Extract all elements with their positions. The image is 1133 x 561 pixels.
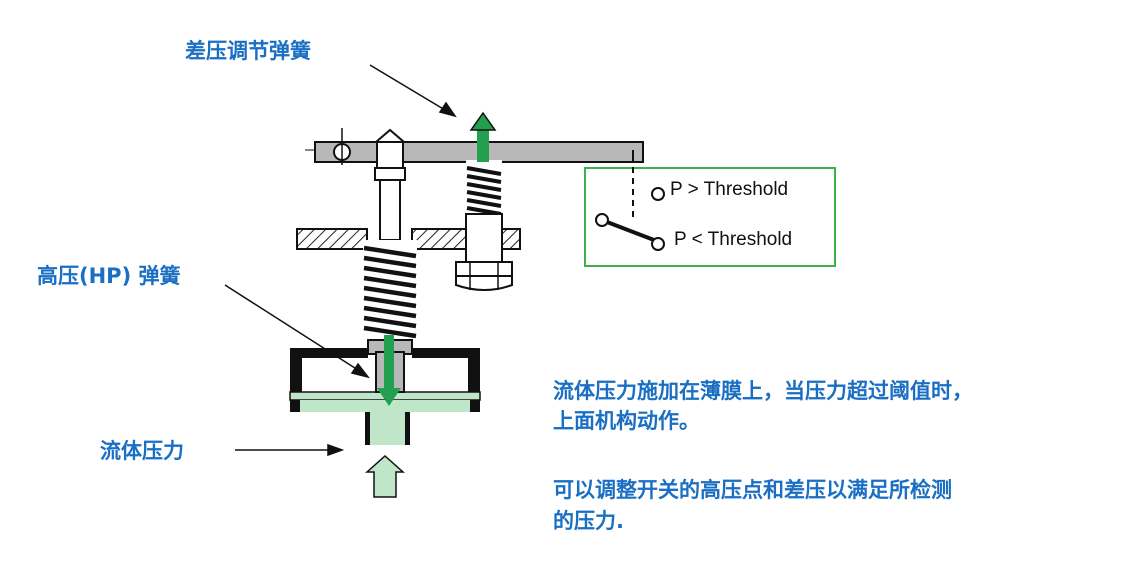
description-line-1: 流体压力施加在薄膜上，当压力超过阈值时， <box>553 379 973 403</box>
lower-contact-icon <box>651 237 665 251</box>
label-fluid-pressure: 流体压力 <box>100 439 184 463</box>
hp-spring <box>363 240 417 340</box>
stem-rod <box>373 128 407 241</box>
label-hp-spring: 高压(HP) 弹簧 <box>37 264 180 288</box>
green-down-arrow <box>377 335 401 406</box>
upper-contact-icon <box>651 187 665 201</box>
pivot-contact-icon <box>595 213 609 227</box>
switch-lower-label: P < Threshold <box>674 229 792 250</box>
description-line-3: 可以调整开关的高压点和差压以满足所检测 <box>553 478 952 502</box>
switch-blade <box>606 220 655 242</box>
switch-box: P > Threshold P < Threshold <box>584 150 836 267</box>
label-diff-spring: 差压调节弹簧 <box>185 39 311 63</box>
switch-upper-label: P > Threshold <box>670 179 788 200</box>
lever-arm <box>305 128 644 165</box>
fluid-pressure-arrow <box>365 454 405 498</box>
green-up-arrow <box>469 111 497 162</box>
differential-spring <box>455 160 513 291</box>
description: 流体压力施加在薄膜上，当压力超过阈值时， 上面机构动作。 可以调整开关的高压点和… <box>553 379 973 533</box>
description-line-2: 上面机构动作。 <box>553 409 700 433</box>
description-line-4: 的压力. <box>553 509 624 533</box>
